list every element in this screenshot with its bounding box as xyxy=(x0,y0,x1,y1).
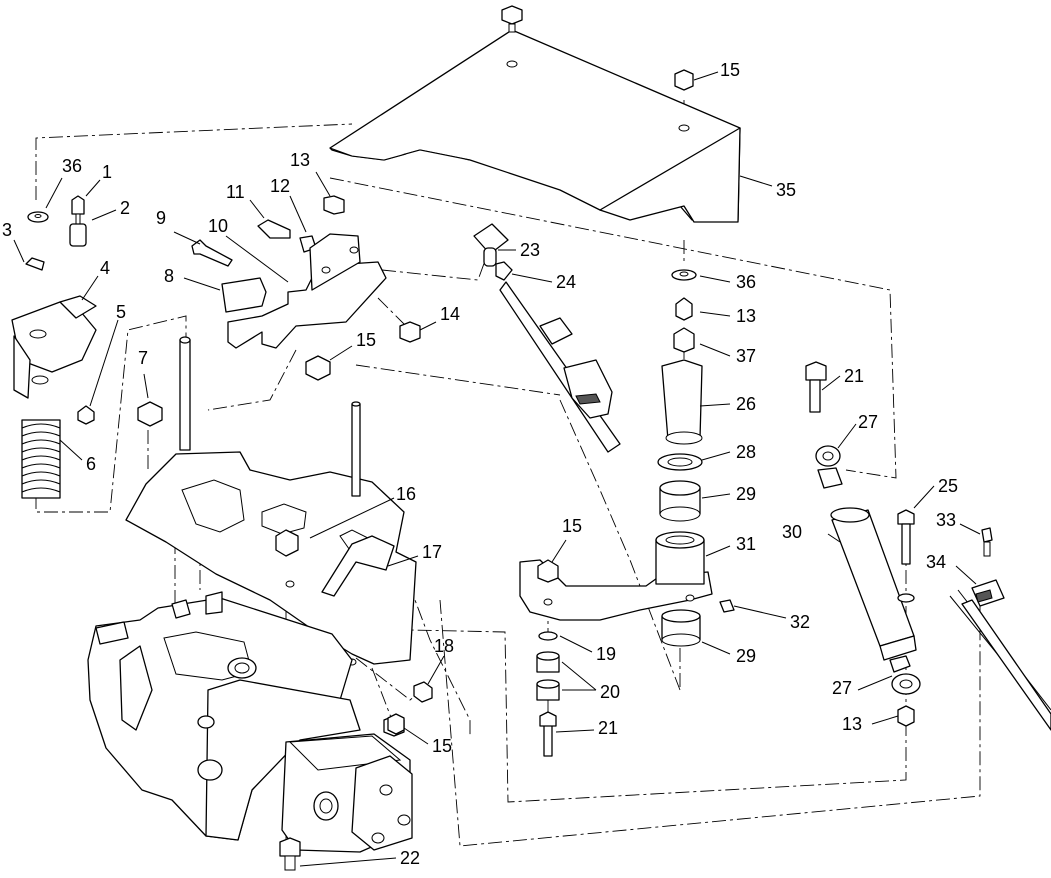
callout-28: 28 xyxy=(736,442,756,462)
pump-nut-15 xyxy=(387,713,405,735)
damper-cylinder xyxy=(830,507,921,727)
callout-5: 5 xyxy=(116,302,126,322)
callout-1: 1 xyxy=(102,162,112,182)
callout-30: 30 xyxy=(782,522,802,542)
callout-15-arm: 15 xyxy=(562,516,582,536)
mounting-plate xyxy=(125,336,417,666)
callout-4: 4 xyxy=(100,258,110,278)
callout-32: 32 xyxy=(790,612,810,632)
control-cable xyxy=(473,223,621,453)
callout-17: 17 xyxy=(422,542,442,562)
callout-6: 6 xyxy=(86,454,96,474)
callout-13-stack: 13 xyxy=(736,306,756,326)
gear-pump xyxy=(279,733,413,871)
leader-lines xyxy=(13,71,981,867)
callout-15-cover: 15 xyxy=(720,60,740,80)
callout-33: 33 xyxy=(936,510,956,530)
callout-15-pump: 15 xyxy=(432,736,452,756)
spring xyxy=(21,419,61,499)
callout-27-lower: 27 xyxy=(832,678,852,698)
callout-26: 26 xyxy=(736,394,756,414)
callout-36: 36 xyxy=(62,156,82,176)
callout-23: 23 xyxy=(520,240,540,260)
callout-34: 34 xyxy=(926,552,946,572)
cover-plate xyxy=(329,29,741,223)
callout-29-lower: 29 xyxy=(736,646,756,666)
callout-22: 22 xyxy=(400,848,420,868)
rod-end-upper xyxy=(805,361,843,489)
spacer-stack xyxy=(536,631,560,757)
callout-13-top: 13 xyxy=(290,150,310,170)
callout-15-bracket: 15 xyxy=(356,330,376,350)
cover-nut-15 xyxy=(674,69,694,91)
callout-12: 12 xyxy=(270,176,290,196)
pivot-shaft-stack xyxy=(657,269,735,647)
cable-clamp xyxy=(949,527,1051,731)
callout-37: 37 xyxy=(736,346,756,366)
callout-11: 11 xyxy=(226,182,245,202)
callout-7: 7 xyxy=(138,348,148,368)
callout-36-stack: 36 xyxy=(736,272,756,292)
callout-9: 9 xyxy=(156,208,166,228)
control-bracket-assembly xyxy=(191,195,421,381)
callout-31: 31 xyxy=(736,534,756,554)
callout-21-upper: 21 xyxy=(844,366,864,386)
callout-8: 8 xyxy=(164,266,174,286)
callout-18: 18 xyxy=(434,636,454,656)
callout-labels: 36 1 2 3 4 5 6 7 8 9 10 11 12 13 14 15 1… xyxy=(2,60,958,868)
callout-24: 24 xyxy=(556,272,576,292)
callout-14: 14 xyxy=(440,304,460,324)
callout-16: 16 xyxy=(396,484,416,504)
callout-2: 2 xyxy=(120,198,130,218)
left-bracket-stack xyxy=(11,195,97,425)
callout-35: 35 xyxy=(776,180,796,200)
callout-29-upper: 29 xyxy=(736,484,756,504)
hydrostatic-pump xyxy=(87,591,361,841)
callout-27-upper: 27 xyxy=(858,412,878,432)
callout-3: 3 xyxy=(2,220,12,240)
callout-21-lower: 21 xyxy=(598,718,618,738)
callout-19: 19 xyxy=(596,644,616,664)
cover-bolt-top xyxy=(501,5,523,33)
callout-13-damper: 13 xyxy=(842,714,862,734)
control-arm-plate xyxy=(519,531,713,621)
callout-25: 25 xyxy=(938,476,958,496)
callout-20: 20 xyxy=(600,682,620,702)
callout-10: 10 xyxy=(208,216,228,236)
